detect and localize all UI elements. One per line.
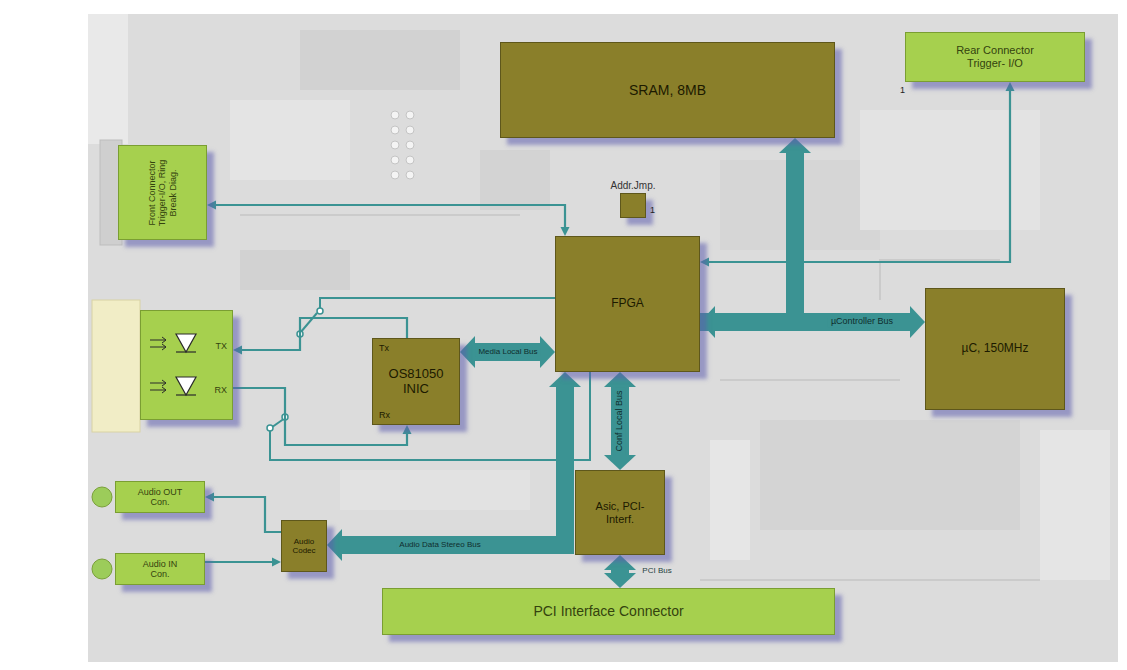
bus-arrow [604, 372, 636, 470]
codec-chip: Audio Codec [281, 520, 327, 572]
signal-arrow [233, 318, 407, 355]
controller-chip: OS81050 INIC TxRx [372, 338, 460, 425]
connector-block: Rear Connector Trigger- I/O [905, 32, 1085, 82]
node-label: Audio IN Con. [135, 559, 185, 580]
node-label: OS81050 INIC [379, 367, 453, 397]
node-label: FPGA [611, 297, 644, 311]
node-label: Addr.Jmp. [610, 180, 655, 192]
node-label: Audio OUT Con. [133, 487, 188, 508]
node-label: PCI Interface Connector [533, 603, 683, 619]
connector-block: Front Connector Trigger-I/O, Ring Break … [118, 145, 207, 240]
memory-block: SRAM, 8MB [500, 42, 835, 138]
asic-chip: Asic, PCI-Interf. [575, 470, 665, 555]
audio-connector: Audio OUT Con. [115, 481, 205, 513]
signal-arrow [205, 493, 281, 533]
signal-arrow [205, 558, 281, 567]
audio-connector: Audio IN Con. [115, 553, 205, 585]
controller-block: µC, 150MHz [925, 288, 1065, 410]
node-label: µC, 150MHz [962, 342, 1029, 356]
bus-label: µController Bus [828, 317, 896, 327]
bus-arrow [700, 306, 925, 338]
bus-arrow [460, 336, 555, 368]
bus-arrow [700, 138, 811, 322]
switch-contact [267, 308, 323, 431]
node-label: Rear Connector Trigger- I/O [940, 44, 1050, 69]
bus-label: Audio Data Stereo Bus [396, 541, 483, 550]
pin-number: 1 [650, 206, 655, 215]
jumper-block: Addr.Jmp. [620, 193, 646, 218]
transceiver-block: TX RX [140, 310, 233, 420]
bypass-wire [268, 298, 590, 460]
bus-label: Media Local Bus [475, 348, 540, 357]
bus-label: PCI Bus [639, 567, 674, 576]
node-label: SRAM, 8MB [629, 82, 706, 98]
node-label: Audio Codec [285, 537, 323, 555]
node-label: TX [215, 341, 227, 351]
bus-label: Conf Local Bus [615, 387, 625, 454]
node-label: Asic, PCI-Interf. [584, 500, 656, 525]
node-label: Front Connector Trigger-I/O, Ring Break … [147, 150, 178, 235]
node-label: Rx [379, 410, 390, 420]
fpga-block: FPGA [555, 236, 700, 372]
pci-connector: PCI Interface Connector [382, 588, 835, 635]
signal-arrow [207, 201, 570, 237]
node-label: RX [214, 385, 227, 395]
bus-arrow [604, 555, 636, 588]
pin-number: 1 [900, 86, 905, 95]
node-label: Tx [379, 343, 389, 353]
